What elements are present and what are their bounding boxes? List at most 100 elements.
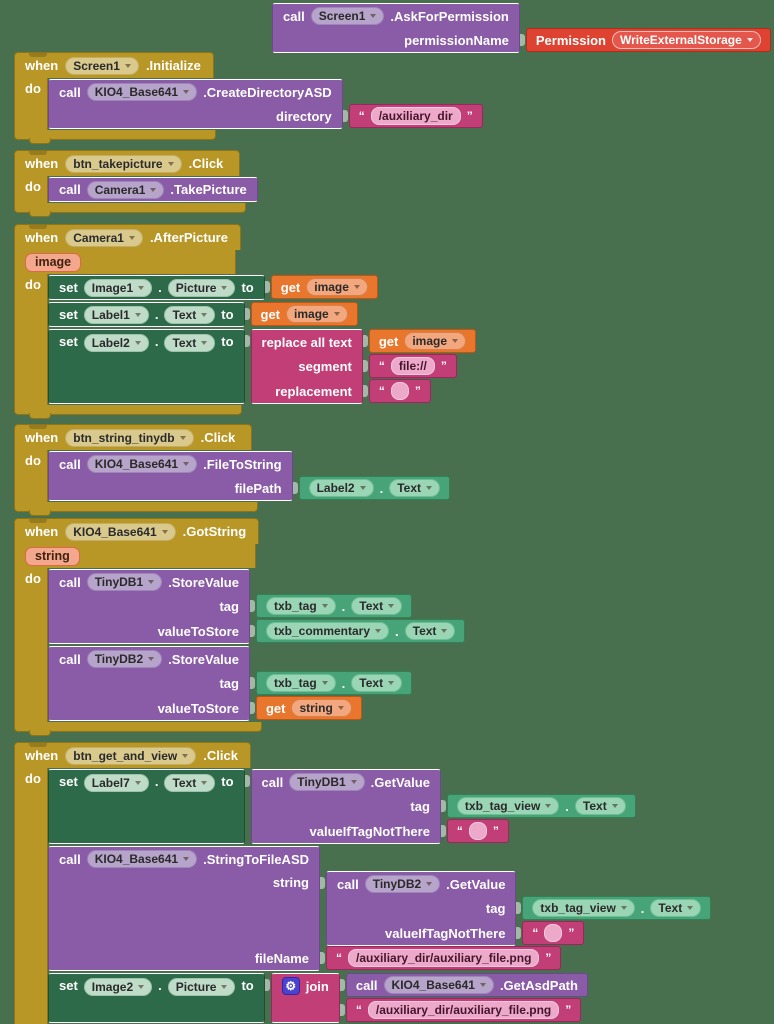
property-dropdown[interactable]: Text [351, 674, 403, 692]
text-string-block[interactable]: “ /auxiliary_dir/auxiliary_file.png ” [326, 946, 562, 970]
component-dropdown[interactable]: Image1 [83, 278, 153, 297]
component-property-getter[interactable]: txb_commentary . Text [255, 619, 466, 643]
property-dropdown[interactable]: Text [164, 334, 216, 352]
mutator-gear-icon[interactable]: ⚙ [281, 977, 300, 995]
component-dropdown[interactable]: Label2 [308, 479, 374, 497]
empty-text-string-block[interactable]: “ ” [446, 819, 509, 843]
text-field[interactable]: /auxiliary_dir/auxiliary_file.png [348, 949, 540, 967]
call-takepicture-block[interactable]: call Camera1 .TakePicture [48, 177, 258, 202]
component-property-getter[interactable]: Label2 . Text [298, 476, 450, 500]
set-image1-picture-block[interactable]: set Image1 . Picture to get image [48, 275, 378, 300]
ask-permission-stack[interactable]: call Screen1 .AskForPermission permissio… [272, 3, 771, 53]
when-string-tinydb-stack[interactable]: when btn_string_tinydb .Click do call KI… [14, 424, 450, 516]
call-tinydb1-storevalue-block[interactable]: call TinyDB1 .StoreValue tag txb_tag . T… [48, 569, 466, 644]
permission-dropdown[interactable]: WriteExternalStorage [611, 31, 761, 49]
component-dropdown[interactable]: TinyDB1 [86, 573, 163, 591]
when-block-header[interactable]: when btn_string_tinydb .Click [14, 424, 252, 450]
get-variable-block[interactable]: get image [270, 275, 378, 299]
component-dropdown[interactable]: Image2 [83, 978, 153, 996]
component-property-getter[interactable]: txb_tag_view . Text [522, 896, 712, 920]
join-block[interactable]: ⚙ join call KIO4_Base641 .GetAsdPath [270, 973, 588, 1023]
component-dropdown[interactable]: KIO4_Base641 [86, 850, 198, 868]
text-field[interactable]: /auxiliary_dir [370, 107, 461, 125]
param-chip-string[interactable]: string [25, 546, 80, 566]
text-field[interactable] [468, 822, 487, 840]
component-dropdown[interactable]: TinyDB2 [364, 875, 441, 893]
component-dropdown[interactable]: txb_tag [265, 597, 336, 615]
component-dropdown[interactable]: TinyDB1 [289, 773, 365, 791]
component-property-getter[interactable]: txb_tag . Text [255, 671, 413, 695]
set-label7-text-block[interactable]: set Label7 . Text to call TinyDB1 .GetVa… [48, 769, 636, 844]
component-dropdown[interactable]: Camera1 [65, 228, 143, 247]
call-tinydb2-getvalue-block[interactable]: call TinyDB2 .GetValue tag txb_tag_view … [326, 871, 712, 946]
param-chip-image[interactable]: image [25, 252, 82, 272]
call-getasdpath-block[interactable]: call KIO4_Base641 .GetAsdPath [345, 973, 588, 997]
component-dropdown[interactable]: txb_commentary [265, 622, 390, 640]
component-dropdown[interactable]: KIO4_Base641 [383, 976, 494, 994]
permission-block[interactable]: Permission WriteExternalStorage [525, 28, 771, 52]
property-dropdown[interactable]: Picture [167, 978, 236, 996]
when-block-header[interactable]: when Camera1 .AfterPicture [14, 224, 241, 250]
text-string-block[interactable]: “ /auxiliary_dir/auxiliary_file.png ” [345, 998, 582, 1022]
when-block-header[interactable]: when btn_takepicture .Click [14, 150, 240, 176]
property-dropdown[interactable]: Text [650, 899, 702, 917]
component-dropdown[interactable]: Label1 [83, 305, 149, 324]
component-dropdown[interactable]: Screen1 [310, 7, 385, 25]
when-screen1-initialize-stack[interactable]: when Screen1 .Initialize do call KIO4_Ba… [14, 52, 483, 144]
component-property-getter[interactable]: txb_tag_view . Text [446, 794, 636, 818]
property-dropdown[interactable]: Text [164, 305, 216, 324]
when-afterpicture-stack[interactable]: when Camera1 .AfterPicture image do set … [14, 224, 477, 419]
get-variable-block[interactable]: get string [255, 696, 362, 720]
component-dropdown[interactable]: btn_takepicture [65, 154, 182, 173]
component-dropdown[interactable]: txb_tag_view [456, 797, 560, 815]
call-filetostring-block[interactable]: call KIO4_Base641 .FileToString filePath… [48, 451, 450, 501]
component-dropdown[interactable]: Camera1 [86, 180, 165, 199]
component-dropdown[interactable]: Label2 [83, 334, 149, 352]
component-dropdown[interactable]: TinyDB2 [86, 650, 163, 668]
property-dropdown[interactable]: Text [351, 597, 403, 615]
component-dropdown[interactable]: KIO4_Base641 [86, 83, 198, 101]
when-block-header[interactable]: when KIO4_Base641 .GotString [14, 518, 260, 544]
when-takepicture-stack[interactable]: when btn_takepicture .Click do call Came… [14, 150, 258, 217]
text-string-block[interactable]: “ /auxiliary_dir ” [348, 104, 483, 128]
component-dropdown[interactable]: KIO4_Base641 [65, 522, 176, 541]
text-field[interactable]: file:// [390, 357, 435, 375]
text-field[interactable] [544, 924, 563, 942]
get-variable-block[interactable]: get image [250, 302, 358, 326]
property-dropdown[interactable]: Picture [167, 278, 236, 297]
replace-all-text-block[interactable]: replace all text get image segment “ [250, 329, 477, 404]
component-dropdown[interactable]: btn_string_tinydb [65, 428, 194, 447]
set-label1-text-block[interactable]: set Label1 . Text to get image [48, 302, 358, 327]
property-dropdown[interactable]: Text [389, 479, 440, 497]
variable-dropdown[interactable]: image [306, 278, 368, 296]
text-string-block[interactable]: “ file:// ” [368, 354, 457, 378]
call-tinydb1-getvalue-block[interactable]: call TinyDB1 .GetValue tag txb_tag_view … [250, 769, 636, 844]
property-dropdown[interactable]: Text [164, 774, 216, 792]
property-dropdown[interactable]: Text [574, 797, 626, 815]
call-stringtofileasd-block[interactable]: call KIO4_Base641 .StringToFileASD strin… [48, 846, 712, 971]
component-dropdown[interactable]: btn_get_and_view [65, 746, 197, 765]
component-dropdown[interactable]: Screen1 [65, 56, 139, 75]
call-tinydb2-storevalue-block[interactable]: call TinyDB2 .StoreValue tag txb_tag . T… [48, 646, 413, 721]
property-dropdown[interactable]: Text [404, 622, 456, 640]
empty-text-string-block[interactable]: “ ” [368, 379, 431, 403]
when-gotstring-stack[interactable]: when KIO4_Base641 .GotString string do c… [14, 518, 466, 736]
call-askforpermission-block[interactable]: call Screen1 .AskForPermission permissio… [272, 3, 771, 53]
set-image2-picture-block[interactable]: set Image2 . Picture to ⚙ join [48, 973, 588, 1023]
variable-dropdown[interactable]: string [291, 699, 352, 717]
call-createdirectoryasd-block[interactable]: call KIO4_Base641 .CreateDirectoryASD di… [48, 79, 483, 129]
get-variable-block[interactable]: get image [368, 329, 477, 353]
component-dropdown[interactable]: KIO4_Base641 [86, 455, 198, 473]
text-field[interactable] [390, 382, 409, 400]
when-block-header[interactable]: when Screen1 .Initialize [14, 52, 214, 78]
component-property-getter[interactable]: txb_tag . Text [255, 594, 413, 618]
variable-dropdown[interactable]: image [286, 305, 348, 323]
empty-text-string-block[interactable]: “ ” [522, 921, 585, 945]
when-get-and-view-stack[interactable]: when btn_get_and_view .Click do set Labe… [14, 742, 712, 1024]
when-block-header[interactable]: when btn_get_and_view .Click [14, 742, 251, 768]
component-dropdown[interactable]: txb_tag [265, 674, 336, 692]
component-dropdown[interactable]: Label7 [83, 774, 149, 792]
text-field[interactable]: /auxiliary_dir/auxiliary_file.png [367, 1001, 560, 1019]
variable-dropdown[interactable]: image [404, 332, 467, 350]
set-label2-text-block[interactable]: set Label2 . Text to replace all text ge… [48, 329, 477, 404]
